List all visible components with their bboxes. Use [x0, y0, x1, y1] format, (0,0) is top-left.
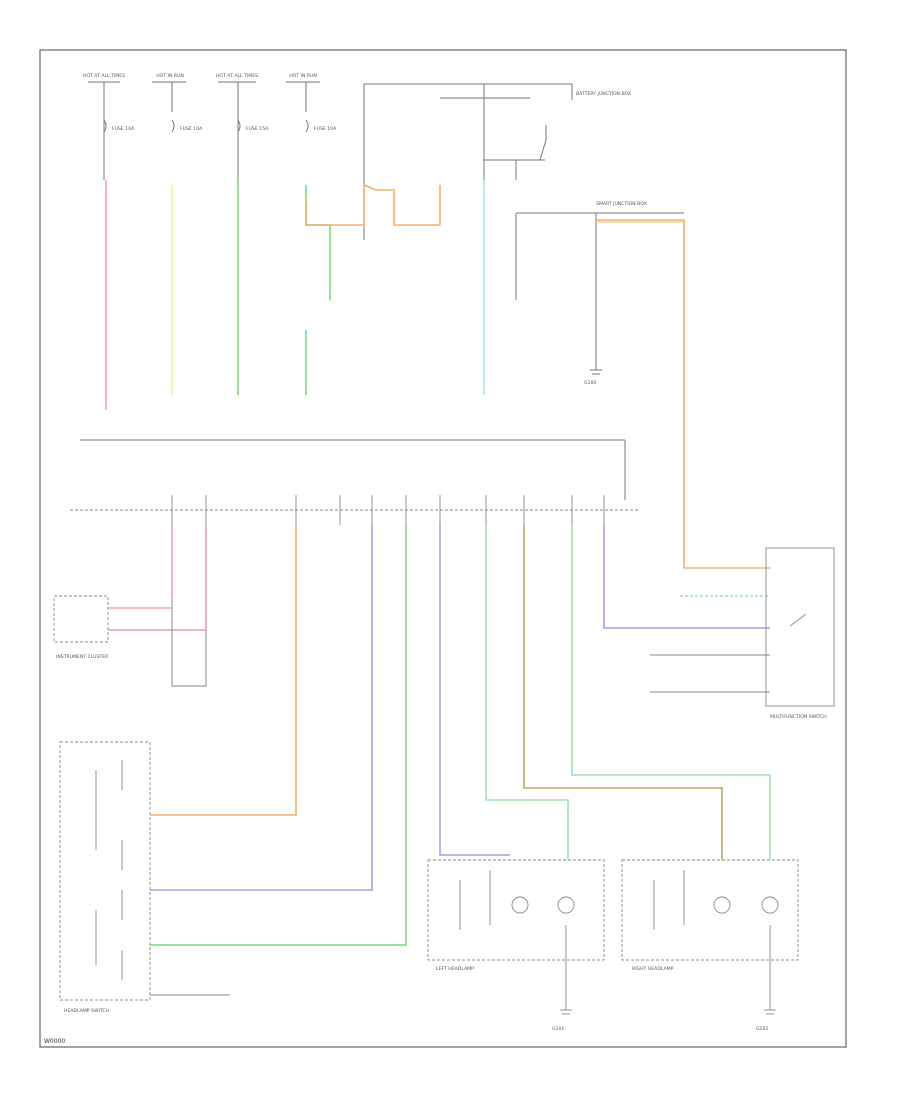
fuse-2-header: HOT IN RUN: [156, 73, 184, 79]
colored-wires-lower: [108, 525, 771, 946]
fuse-2-label: FUSE 10A: [180, 126, 203, 132]
footer-code: W0000: [44, 1038, 65, 1045]
ground-right-headlamp: G102: [756, 1026, 768, 1032]
fuse-4-header: HOT IN RUN: [289, 73, 317, 79]
fuse-3-header: HOT AT ALL TIMES: [216, 73, 258, 79]
right-headlamp-label: RIGHT HEADLAMP: [632, 966, 674, 972]
fuse-1-label: FUSE 10A: [112, 126, 135, 132]
headlamp-switch: [59, 741, 230, 1001]
relay-block-label: BATTERY JUNCTION BOX: [576, 91, 631, 97]
fuse-3-label: FUSE 15A: [246, 126, 269, 132]
multifunction-switch: [650, 547, 835, 707]
headlamp-switch-label: HEADLAMP SWITCH: [64, 1008, 109, 1014]
instrument-cluster-box: [53, 595, 109, 643]
smart-junction-label: SMART JUNCTION BOX: [596, 201, 647, 207]
fuse-4-label: FUSE 10A: [314, 126, 337, 132]
ground-left-headlamp: G101: [552, 1026, 564, 1032]
left-headlamp: [427, 859, 605, 1015]
colored-wires-top: [105, 180, 770, 569]
fuse-1-header: HOT AT ALL TIMES: [83, 73, 125, 79]
right-headlamp: [621, 859, 799, 1015]
multifunction-switch-label: MULTIFUNCTION SWITCH: [770, 714, 827, 720]
ground-center: G100: [584, 380, 596, 386]
connector-row: [70, 495, 640, 525]
left-headlamp-label: LEFT HEADLAMP: [436, 966, 474, 972]
diagram-frame: [39, 49, 847, 1048]
instrument-cluster-label: INSTRUMENT CLUSTER: [56, 654, 109, 660]
fuse-symbols: [103, 119, 309, 133]
fuse-section: [80, 81, 684, 500]
